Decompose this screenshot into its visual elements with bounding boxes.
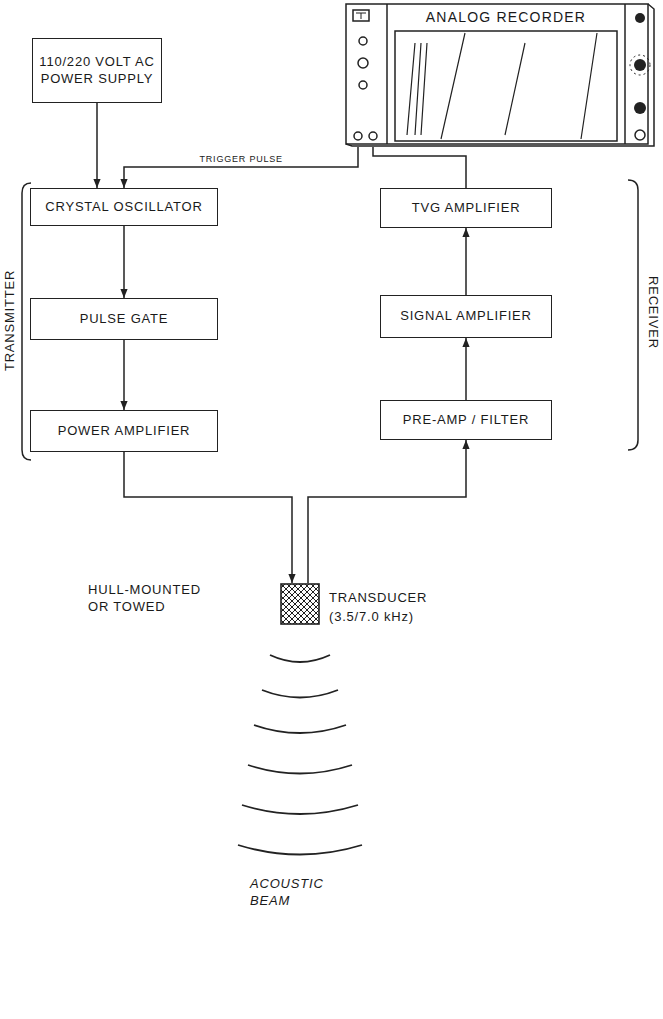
node-label: TRANSDUCER (3.5/7.0 kHz) — [329, 589, 437, 627]
connector-label: TRIGGER PULSE — [198, 154, 285, 164]
node-label: TVG AMPLIFIER — [412, 200, 521, 216]
process-box: PRE-AMP / FILTER — [380, 400, 552, 440]
transducer-block: TRANSDUCER (3.5/7.0 kHz) — [280, 583, 320, 625]
signal-connector — [124, 452, 292, 583]
node-label: ANALOG RECORDER — [397, 9, 615, 27]
receiver-bracket — [628, 180, 638, 450]
process-box: CRYSTAL OSCILLATOR — [30, 188, 218, 226]
group-bracket-label: TRANSMITTER — [2, 269, 19, 370]
note-label: HULL-MOUNTED OR TOWED — [88, 582, 213, 616]
process-box: 110/220 VOLT AC POWER SUPPLY — [32, 38, 162, 103]
process-box: POWER AMPLIFIER — [30, 410, 218, 452]
node-label: PULSE GATE — [80, 311, 169, 327]
group-bracket-label: RECEIVER — [643, 276, 660, 349]
node-label: 110/220 VOLT AC POWER SUPPLY — [39, 54, 155, 87]
signal-connector — [123, 226, 125, 298]
node-label: SIGNAL AMPLIFIER — [400, 308, 532, 324]
signal-connector — [465, 228, 467, 295]
signal-connector — [465, 338, 467, 400]
process-box: PULSE GATE — [30, 298, 218, 340]
node-label: PRE-AMP / FILTER — [403, 412, 529, 428]
node-label: CRYSTAL OSCILLATOR — [45, 199, 202, 215]
node-label: POWER AMPLIFIER — [58, 423, 191, 439]
process-box: SIGNAL AMPLIFIER — [380, 295, 552, 338]
recorder-unit: ANALOG RECORDER — [345, 3, 655, 147]
signal-connector — [124, 147, 358, 188]
acoustic-beam-arcs — [238, 655, 362, 855]
note-label: ACOUSTIC BEAM — [250, 876, 332, 910]
signal-connector — [96, 103, 98, 188]
process-box: TVG AMPLIFIER — [380, 188, 552, 228]
transducer-shape — [280, 583, 320, 625]
signal-connector — [373, 147, 466, 188]
signal-connector — [308, 440, 466, 583]
signal-connector — [123, 340, 125, 410]
